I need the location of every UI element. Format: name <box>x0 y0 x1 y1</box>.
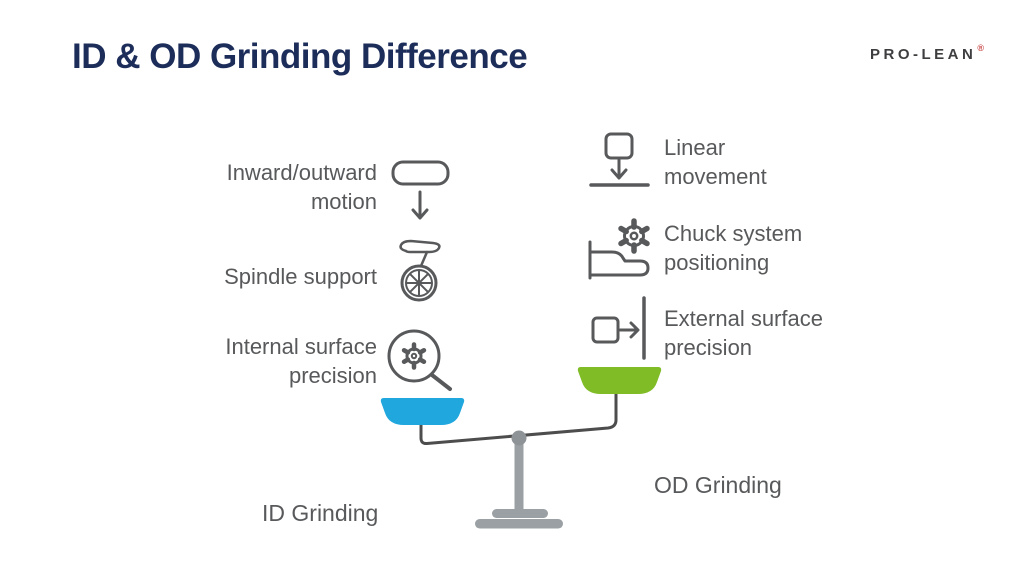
od-grinding-label: OD Grinding <box>654 472 782 498</box>
scale-base-bottom <box>475 519 563 529</box>
external-surface-precision-icon <box>591 296 646 360</box>
od-feature-linear-movement: Linear movement <box>664 135 767 189</box>
od-pan <box>577 367 662 394</box>
page-title: ID & OD Grinding Difference <box>72 37 528 76</box>
od-feature-chuck-system-positioning: Chuck system positioning <box>664 221 803 275</box>
registered-mark-icon: ® <box>977 43 984 53</box>
chuck-system-positioning-icon <box>588 218 650 280</box>
scale-pole <box>514 444 524 510</box>
brand-logo-text: PRO-LEAN <box>870 46 977 63</box>
linear-movement-icon <box>589 132 650 187</box>
od-feature-external-surface-precision: External surface precision <box>664 306 823 360</box>
inward-outward-motion-icon <box>391 160 450 220</box>
spindle-support-icon <box>399 239 441 302</box>
brand-logo: PRO-LEAN® <box>870 43 984 63</box>
internal-surface-precision-icon <box>387 329 452 391</box>
scale-pivot <box>511 430 527 446</box>
id-pan <box>380 398 465 425</box>
id-feature-spindle-support: Spindle support <box>224 264 377 289</box>
id-feature-inward-outward-motion: Inward/outward motion <box>226 160 377 214</box>
balance-scale <box>380 367 662 529</box>
id-feature-internal-surface-precision: Internal surface precision <box>225 334 377 388</box>
scale-base-top <box>492 509 548 518</box>
id-grinding-label: ID Grinding <box>262 500 379 526</box>
